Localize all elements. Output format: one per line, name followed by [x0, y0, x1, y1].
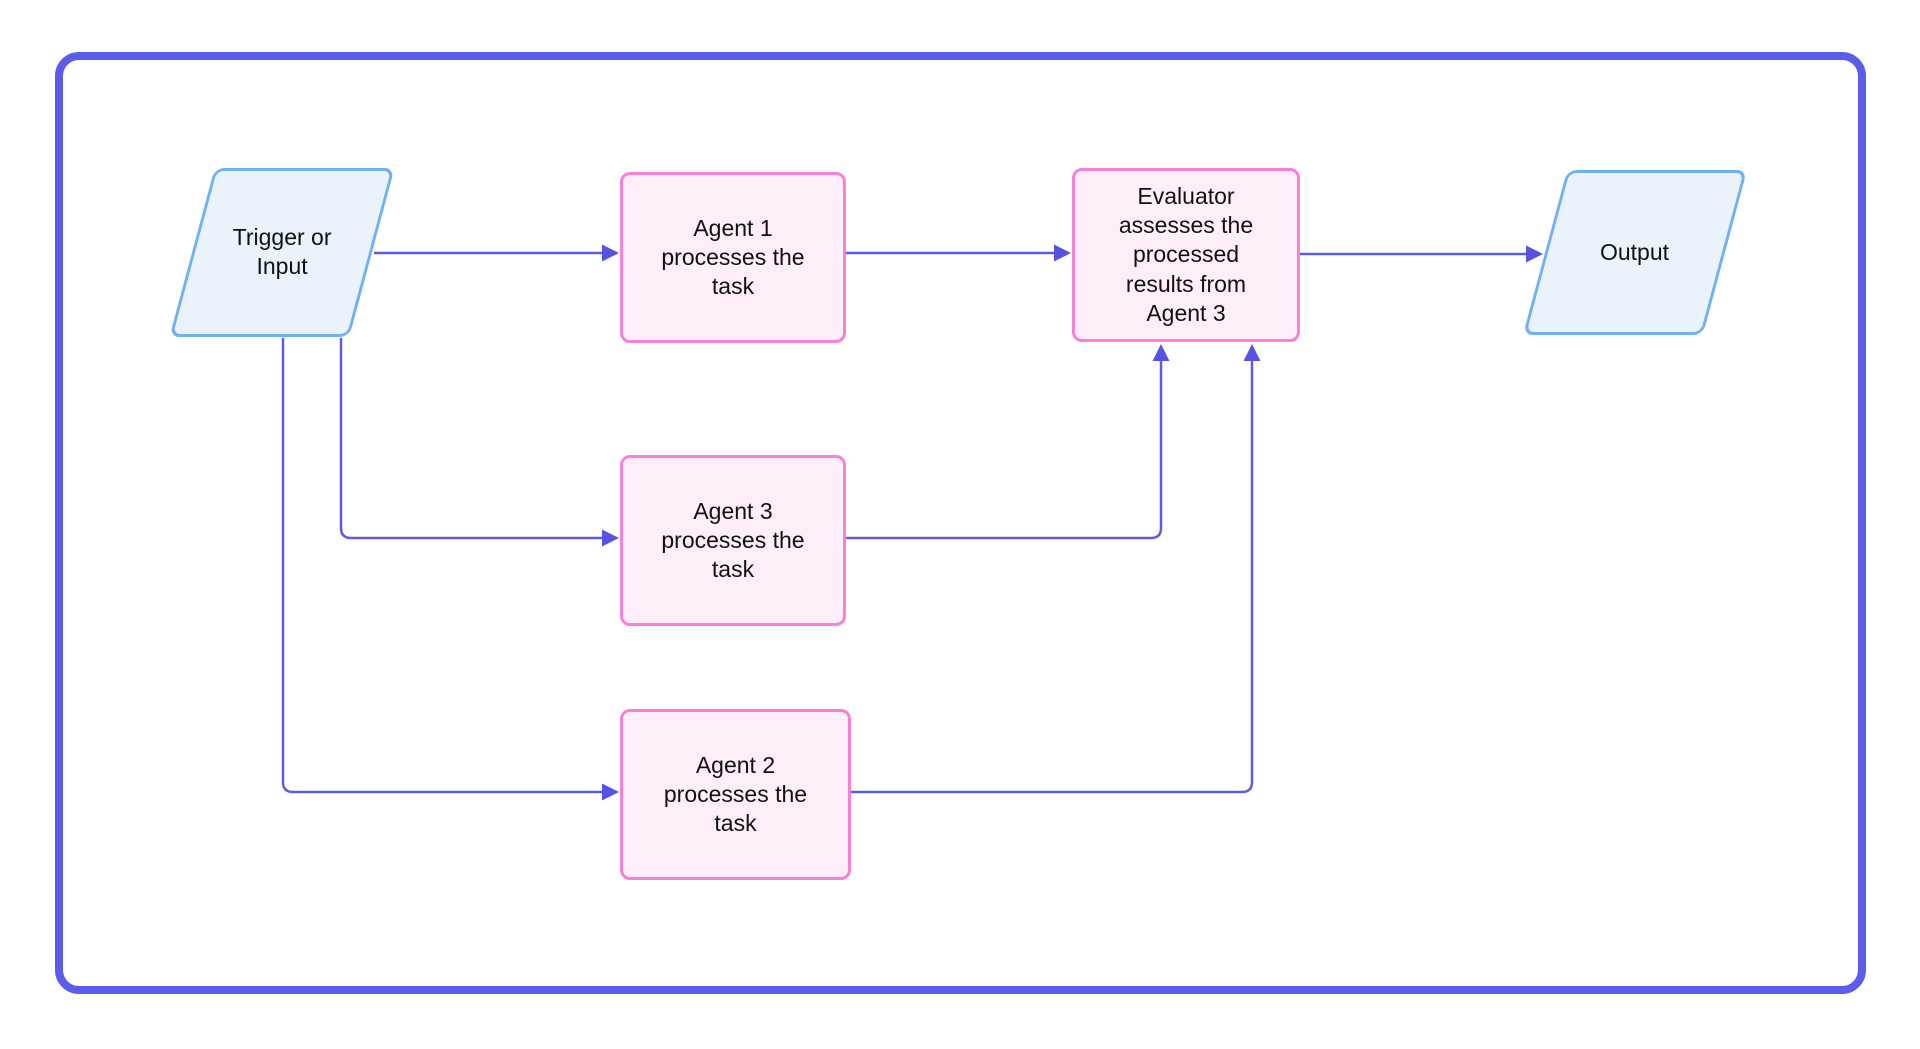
node-label: Trigger or Input [232, 224, 332, 280]
node-label: Agent 3 processes the task [661, 497, 805, 583]
diagram-frame [55, 52, 1866, 994]
node-agent-3: Agent 3 processes the task [620, 455, 846, 626]
node-agent-2: Agent 2 processes the task [620, 709, 851, 880]
node-label: Agent 2 processes the task [663, 751, 808, 837]
node-label: Evaluator assesses the processed results… [1118, 182, 1254, 326]
node-agent-1: Agent 1 processes the task [620, 172, 846, 343]
node-label: Agent 1 processes the task [661, 214, 805, 300]
node-evaluator: Evaluator assesses the processed results… [1072, 168, 1300, 342]
node-label: Output [1600, 238, 1670, 265]
